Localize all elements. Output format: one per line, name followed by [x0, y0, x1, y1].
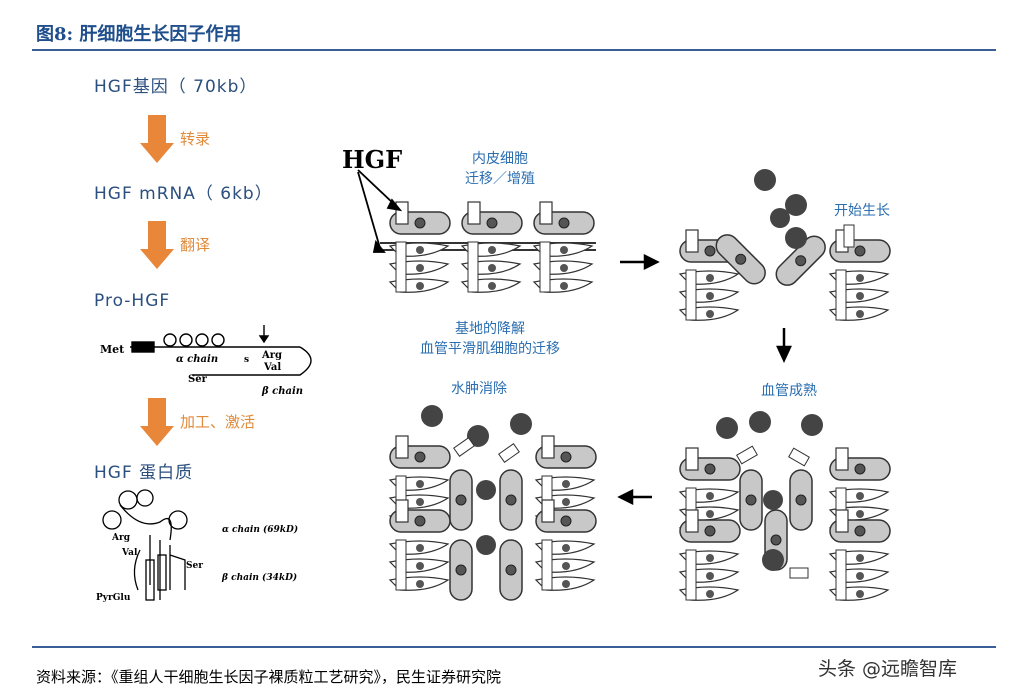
step-mrna: HGF mRNA（ 6kb）: [94, 184, 273, 204]
orange-arrow-2: [140, 221, 174, 269]
pro-hgf-val: Val: [263, 362, 281, 373]
arrow-label-translation: 翻译: [180, 236, 211, 254]
source-note: 资料来源：《重组人干细胞生长因子裸质粒工艺研究》，民生证券研究院: [36, 668, 502, 686]
arrow-label-transcription: 转录: [180, 130, 211, 148]
step-gene: HGF基因（ 70kb）: [94, 77, 258, 97]
pro-hgf-schematic: [130, 325, 312, 376]
pro-hgf-s: s: [244, 355, 249, 365]
panel-arrow-down: [776, 328, 792, 363]
panel-2-vessel: [679, 169, 891, 322]
figure-title: 图8: 肝细胞生长因子作用: [36, 24, 242, 45]
bottom-divider: [32, 646, 996, 648]
pro-hgf-ser: Ser: [188, 374, 208, 385]
protein-val: Val: [121, 548, 138, 558]
hgf-label: HGF: [342, 145, 402, 174]
pro-hgf-beta: β chain: [261, 386, 303, 397]
panel-3-label: 血管成熟: [761, 383, 817, 399]
step-protein: HGF 蛋白质: [94, 463, 194, 483]
orange-arrow-3: [140, 398, 174, 446]
panel-1-label-line2: 迁移／增殖: [465, 171, 535, 187]
panel-4-label: 水肿消除: [451, 381, 507, 397]
hgf-pointer-arrows: [357, 169, 403, 253]
panel-1-vessel: [380, 201, 596, 294]
protein-pyrglu: PyrGlu: [96, 593, 131, 603]
panel-arrow-right: [620, 253, 660, 271]
protein-alpha-label: α chain (69kD): [222, 524, 298, 535]
top-divider: [32, 49, 996, 51]
step-pro-hgf: Pro-HGF: [94, 291, 171, 311]
panel-arrow-left: [617, 488, 652, 506]
watermark: 头条 @远瞻智库: [818, 658, 958, 680]
pro-hgf-arg: Arg: [261, 350, 282, 361]
arrow-label-processing: 加工、激活: [180, 413, 256, 431]
orange-arrow-1: [140, 115, 174, 163]
panel-1-bottom-line2: 血管平滑肌细胞的迁移: [420, 341, 560, 357]
pro-hgf-met: Met: [100, 343, 125, 356]
panel-2-label: 开始生长: [834, 203, 890, 219]
panel-1-bottom-line1: 基地的降解: [455, 321, 525, 337]
panel-1-label-line1: 内皮细胞: [472, 151, 528, 167]
panel-1-label: 内皮细胞 迁移／增殖: [440, 148, 560, 188]
protein-arg: Arg: [111, 533, 131, 543]
panel-1-bottom-label: 基地的降解 血管平滑肌细胞的迁移: [390, 318, 590, 358]
panel-4-vessel: [389, 405, 597, 601]
pro-hgf-alpha: α chain: [176, 354, 218, 365]
protein-beta-label: β chain (34kD): [221, 572, 297, 583]
panel-3-vessel: [679, 411, 891, 602]
hgf-protein-structure: [102, 489, 188, 601]
protein-ser: Ser: [186, 561, 203, 571]
